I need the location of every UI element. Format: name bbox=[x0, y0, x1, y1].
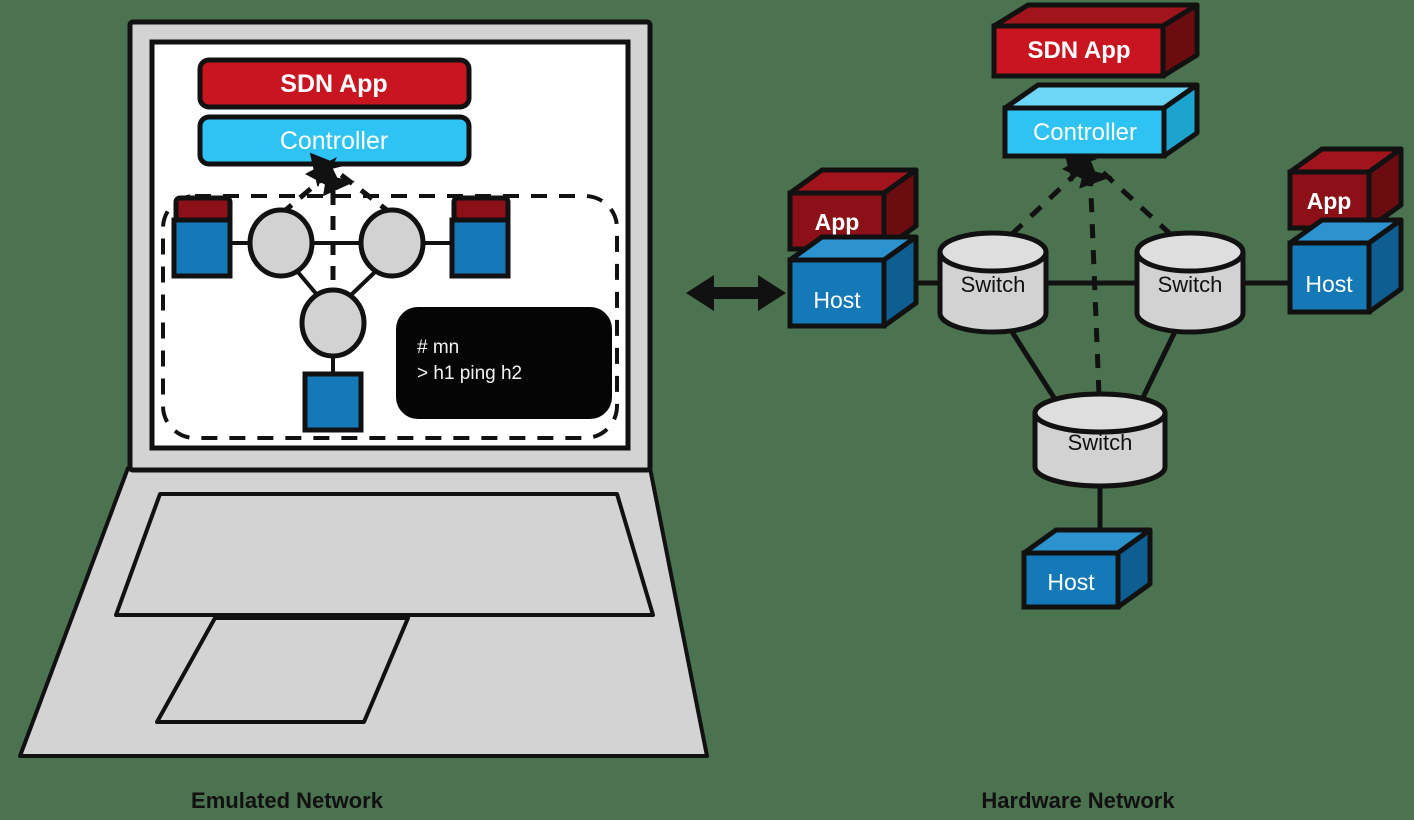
hardware-switch-bottom[interactable]: Switch bbox=[1032, 391, 1168, 489]
laptop-base bbox=[18, 466, 709, 758]
emulated-data-links bbox=[230, 241, 452, 376]
emulated-sdn-app-box[interactable]: SDN App bbox=[197, 57, 472, 110]
hw-control-link-center bbox=[1090, 168, 1103, 421]
emulated-controller-label: Controller bbox=[280, 127, 388, 155]
hardware-sdn-app-box[interactable]: SDN App bbox=[991, 2, 1200, 79]
hardware-controller-box[interactable]: Controller bbox=[1002, 82, 1200, 159]
hardware-switch-right[interactable]: Switch bbox=[1134, 230, 1246, 335]
hardware-host-right-stack[interactable]: App Host bbox=[1287, 146, 1404, 315]
hardware-host-bottom-stack[interactable]: Host bbox=[1021, 527, 1153, 610]
hardware-host-left-stack[interactable]: App Host bbox=[787, 167, 919, 329]
controller-box-front bbox=[1002, 105, 1167, 159]
host-left-app-label: App bbox=[815, 209, 860, 235]
switch-left-label: Switch bbox=[961, 272, 1026, 297]
link-sright-sbottom bbox=[348, 269, 378, 298]
sdn-app-box-front bbox=[991, 23, 1166, 79]
emulated-host-left-app[interactable] bbox=[173, 195, 233, 223]
switch-right-label: Switch bbox=[1158, 272, 1223, 297]
terminal-background bbox=[396, 307, 612, 419]
hw-control-link-left bbox=[991, 168, 1082, 254]
hardware-sdn-app-label: SDN App bbox=[1027, 37, 1130, 64]
hardware-control-links bbox=[991, 168, 1192, 421]
host-bottom-label: Host bbox=[1047, 569, 1095, 595]
switch-left-top bbox=[937, 230, 1049, 274]
hw-control-link-right bbox=[1098, 168, 1192, 254]
emulated-hosts bbox=[171, 195, 511, 433]
emulated-network-caption: Emulated Network bbox=[191, 788, 384, 813]
emulated-switch-right[interactable] bbox=[358, 207, 426, 279]
hardware-network-group: SDN App Controller App Host Ap bbox=[787, 2, 1404, 813]
arrow-head-left bbox=[686, 275, 714, 311]
terminal-line-2: > h1 ping h2 bbox=[417, 363, 522, 384]
emulated-host-bottom[interactable] bbox=[302, 371, 364, 433]
host-right-app-label: App bbox=[1307, 188, 1352, 214]
switch-right-body bbox=[1134, 249, 1246, 335]
switch-bottom-top bbox=[1032, 391, 1168, 435]
emulated-host-right-app[interactable] bbox=[451, 195, 511, 223]
host-left-front bbox=[787, 257, 887, 329]
host-left-label: Host bbox=[813, 287, 861, 313]
host-right-front bbox=[1287, 240, 1372, 315]
emulated-network-group: SDN App Controller bbox=[18, 19, 709, 813]
hardware-network-caption: Hardware Network bbox=[981, 788, 1175, 813]
control-link-right bbox=[340, 174, 394, 216]
emulated-sdn-app-label: SDN App bbox=[280, 70, 387, 98]
laptop-keyboard-area bbox=[114, 492, 655, 617]
link-sleft-sbottom bbox=[295, 269, 320, 298]
hardware-switch-left[interactable]: Switch bbox=[937, 230, 1049, 335]
host-right-label: Host bbox=[1305, 271, 1353, 297]
emulated-switch-bottom[interactable] bbox=[299, 287, 367, 359]
emulated-switches bbox=[247, 207, 426, 359]
switch-bottom-label: Switch bbox=[1068, 430, 1133, 455]
bidirectional-arrow bbox=[686, 275, 786, 311]
terminal-line-1: # mn bbox=[417, 337, 459, 358]
switch-left-body bbox=[937, 249, 1049, 335]
switch-right-top bbox=[1134, 230, 1246, 274]
emulated-switch-left[interactable] bbox=[247, 207, 315, 279]
emulated-host-right[interactable] bbox=[449, 217, 511, 279]
laptop-trackpad bbox=[155, 616, 410, 724]
arrow-head-right bbox=[758, 275, 786, 311]
emulated-host-left[interactable] bbox=[171, 217, 233, 279]
emulated-controller-box[interactable]: Controller bbox=[197, 114, 472, 167]
hardware-controller-label: Controller bbox=[1033, 119, 1137, 146]
emulated-terminal[interactable]: # mn > h1 ping h2 bbox=[396, 307, 612, 419]
host-bottom-front bbox=[1021, 550, 1121, 610]
